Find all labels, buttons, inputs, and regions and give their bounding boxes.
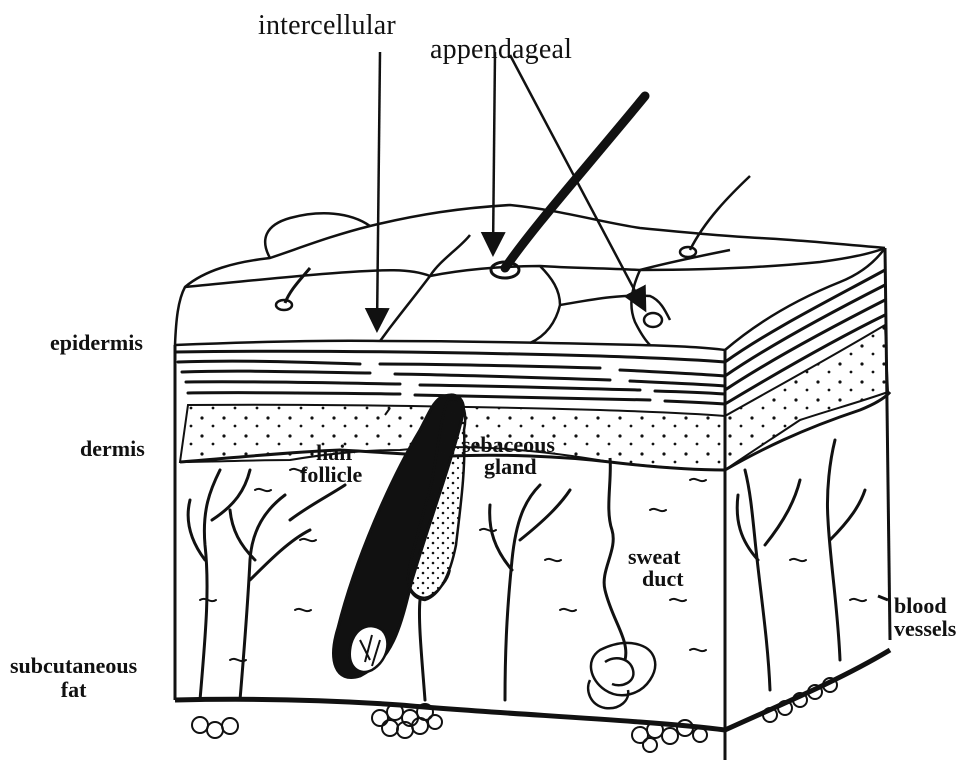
label-blood-vessels-line1: blood <box>894 594 956 617</box>
sweat-pore <box>644 313 662 327</box>
intercellular-arrow <box>377 52 380 328</box>
label-sweat-duct-line1: sweat <box>628 546 684 568</box>
annotation-arrows <box>377 52 644 328</box>
label-epidermis: epidermis <box>50 332 143 354</box>
appendageal-arrow-duct <box>510 55 644 308</box>
label-hair-follicle: hair follicle <box>300 442 362 486</box>
subcutaneous-boundary <box>175 650 890 730</box>
label-sebaceous-gland: sebaceous gland <box>462 434 555 478</box>
small-hair-2 <box>690 176 750 250</box>
label-sebaceous-gland-line2: gland <box>462 456 555 478</box>
label-sweat-duct: sweat duct <box>628 546 684 590</box>
epidermis-layers <box>175 270 885 404</box>
blood-vessels <box>188 440 865 700</box>
label-intercellular: intercellular <box>258 12 396 40</box>
label-dermis: dermis <box>80 438 145 460</box>
label-hair-follicle-line1: hair <box>300 442 362 464</box>
small-hair-1 <box>285 268 310 303</box>
label-sweat-duct-line2: duct <box>628 568 684 590</box>
hair-shaft <box>505 96 645 268</box>
label-sebaceous-gland-line1: sebaceous <box>462 434 555 456</box>
label-hair-follicle-line2: follicle <box>300 464 362 486</box>
label-subcutaneous-fat-line2: fat <box>10 678 137 702</box>
appendageal-arrow-hair <box>493 52 495 252</box>
sweat-gland-coil <box>588 643 655 708</box>
label-blood-vessels: blood vessels <box>894 594 956 640</box>
label-appendageal: appendageal <box>430 36 572 64</box>
small-pore-2 <box>680 247 696 257</box>
blood-vessels-leader <box>878 596 888 600</box>
label-subcutaneous-fat: subcutaneous fat <box>10 654 137 702</box>
label-blood-vessels-line2: vessels <box>894 617 956 640</box>
label-subcutaneous-fat-line1: subcutaneous <box>10 654 137 678</box>
sweat-duct-line <box>604 458 626 660</box>
